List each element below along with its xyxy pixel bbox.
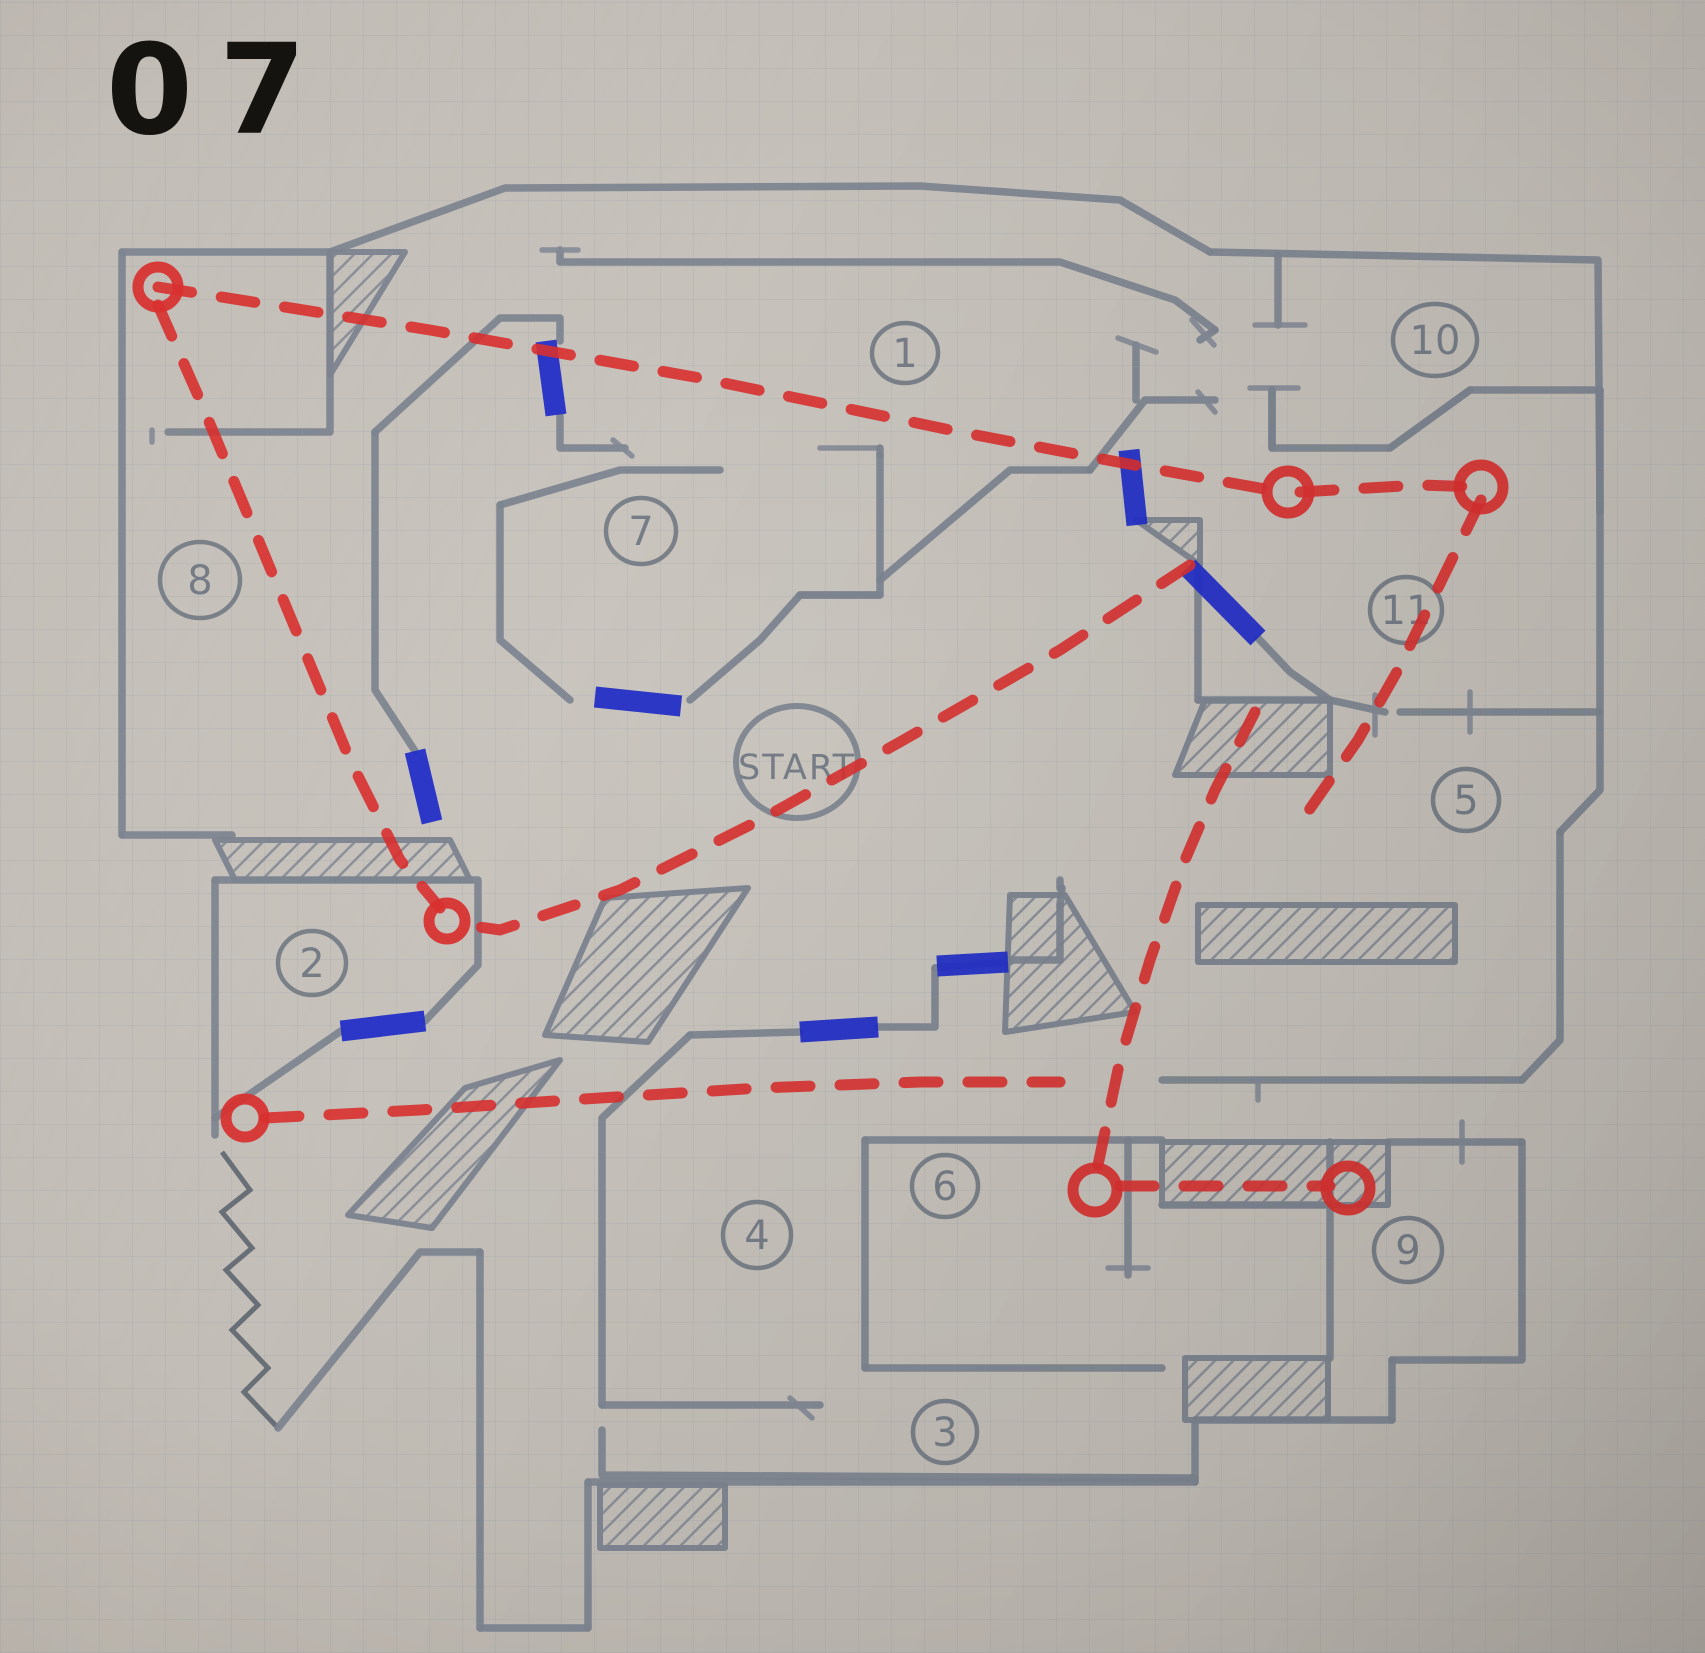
room-label-3: 3 — [910, 1398, 980, 1466]
room-label-text: 4 — [744, 1213, 769, 1259]
room-label-text: 10 — [1410, 318, 1461, 364]
path-segment-down-right — [1294, 494, 1487, 829]
room-label-11: 11 — [1367, 574, 1445, 646]
door-segment-d — [593, 686, 683, 717]
room-label-text: 3 — [932, 1410, 957, 1456]
room-label-4: 4 — [720, 1199, 794, 1271]
room-label-text: 9 — [1395, 1228, 1420, 1274]
door-segment-e — [404, 748, 443, 825]
room-label-1: 1 — [869, 320, 941, 386]
page-title: 07 — [106, 18, 332, 163]
room-label-text: 7 — [628, 509, 653, 555]
path-nodes-layer — [132, 261, 1509, 1218]
path-segment-up-from-6 — [1092, 706, 1261, 1171]
path-segment-top — [152, 281, 1276, 496]
room-label-8: 8 — [157, 539, 243, 621]
door-segment-g — [799, 1016, 879, 1043]
room-label-5: 5 — [1430, 766, 1502, 834]
path-node-4 — [1067, 1162, 1123, 1218]
path-node-3 — [220, 1093, 270, 1143]
path-segment-diagonal — [459, 559, 1196, 936]
path-node-6 — [1261, 465, 1315, 519]
door-segment-c — [1180, 559, 1266, 646]
room-label-text: 1 — [892, 331, 917, 377]
path-segment-lower — [259, 1076, 1066, 1124]
room-label-6: 6 — [909, 1152, 981, 1220]
room-label-9: 9 — [1371, 1215, 1445, 1285]
room-label-7: 7 — [603, 495, 679, 567]
room-label-text: 6 — [932, 1164, 957, 1210]
path-segment-left — [152, 299, 446, 914]
door-segment-h — [936, 951, 1009, 977]
path-node-2 — [423, 897, 471, 945]
room-label-2: 2 — [275, 928, 349, 998]
room-label-text: 8 — [187, 558, 212, 604]
path-node-5 — [1320, 1160, 1376, 1216]
room-label-text: 5 — [1453, 778, 1478, 824]
room-labels-layer: 1 2 3 4 5 6 7 — [157, 301, 1502, 1466]
path-node-1 — [132, 261, 184, 313]
room-label-10: 10 — [1390, 301, 1480, 379]
door-segment-f — [339, 1010, 427, 1042]
walls-layer — [118, 182, 1604, 1632]
room-label-text: 2 — [299, 941, 324, 987]
path-node-7 — [1453, 459, 1509, 515]
